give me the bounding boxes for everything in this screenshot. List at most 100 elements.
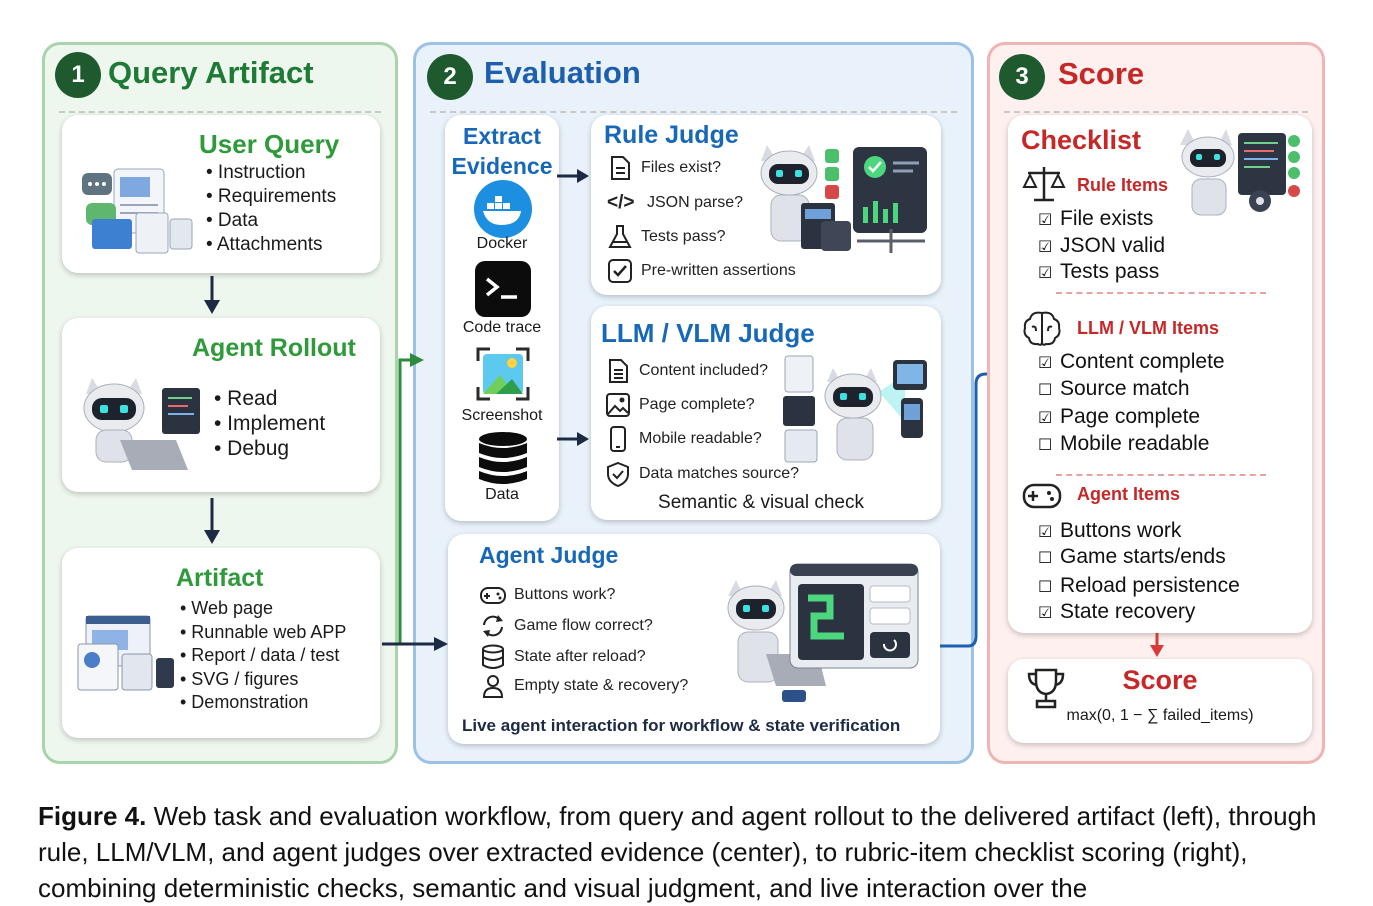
rule-judge-card: Rule Judge Files exist? </> JSON parse? … (591, 115, 941, 295)
score-title: Score (1122, 665, 1198, 695)
divider (430, 111, 957, 113)
evaluation-title: Evaluation (484, 55, 641, 90)
arrow-down (204, 276, 220, 314)
terminal-icon (475, 261, 531, 317)
file-icon (611, 156, 630, 180)
section-divider (1056, 292, 1266, 294)
rule-check-item: </> JSON parse? (607, 190, 743, 216)
rule-judge-title: Rule Judge (604, 121, 739, 149)
arrow-right (557, 169, 589, 183)
checklist-item: ☑Page complete (1038, 405, 1201, 428)
refresh-icon (483, 615, 503, 637)
score-card: Score max(0, 1 − ∑ failed_items) (1008, 659, 1312, 743)
checklist-item: ☑JSON valid (1038, 234, 1166, 257)
agent-check-item: Empty state & recovery? (480, 673, 688, 699)
agent-items-title: Agent Items (1077, 484, 1181, 504)
artifact-list: • Web page • Runnable web APP • Report /… (180, 597, 346, 715)
docker-label: Docker (476, 235, 528, 252)
user-icon (482, 675, 504, 698)
user-query-list: • Instruction • Requirements • Data • At… (206, 161, 336, 257)
agent-judge-card: Agent Judge Buttons work? Game flow corr… (448, 534, 940, 744)
agent-check-item: Game flow correct? (480, 613, 653, 639)
checklist-item: ☑Content complete (1038, 350, 1225, 373)
checklist-item: ☐Game starts/ends (1038, 545, 1226, 568)
llm-check-item: Page complete? (605, 392, 755, 418)
arrow-right (557, 432, 589, 446)
robot-checklist-illustration (1180, 129, 1300, 216)
list-item: • Debug (214, 437, 290, 460)
arrow-down (204, 498, 220, 544)
llm-check-item: Content included? (605, 358, 768, 384)
agent-check-item: State after reload? (480, 644, 646, 670)
list-item: • Runnable web APP (180, 621, 347, 642)
web-pages-illustration (77, 615, 174, 691)
artifact-title: Artifact (176, 564, 264, 592)
caption-label: Figure 4. (38, 801, 147, 831)
robot-game-illustration (727, 563, 919, 702)
query-artifact-title: Query Artifact (108, 55, 314, 90)
rule-items-title: Rule Items (1077, 175, 1169, 195)
step-number-2: 2 (427, 54, 473, 100)
artifact-card: Artifact • Web page • Runnable web APP •… (62, 548, 380, 738)
document-icon (609, 359, 628, 383)
llm-check-item: Data matches source? (605, 461, 799, 487)
screenshot-icon (476, 347, 530, 401)
flow-arrows (382, 353, 448, 651)
score-formula: max(0, 1 − ∑ failed_items) (1066, 707, 1254, 724)
checklist-item: ☑Buttons work (1038, 519, 1182, 542)
mobile-icon (610, 426, 626, 452)
docker-icon (474, 180, 532, 238)
data-label: Data (485, 486, 519, 503)
brain-icon (1023, 311, 1061, 346)
step-number-3: 3 (999, 54, 1045, 100)
list-item: • SVG / figures (180, 668, 299, 689)
agent-rollout-list: • Read • Implement • Debug (214, 386, 325, 461)
documents-illustration (82, 168, 193, 254)
agent-check-item: Buttons work? (480, 582, 615, 608)
list-item: • Requirements (206, 186, 337, 207)
checklist-item: ☑Tests pass (1038, 260, 1160, 283)
checklist-item: ☐Mobile readable (1038, 432, 1210, 455)
rule-check-item: Pre-written assertions (607, 258, 796, 284)
user-query-title: User Query (199, 129, 340, 159)
llm-vlm-judge-card: LLM / VLM Judge Content included? Page c… (591, 306, 941, 520)
evidence-title-line2: Evidence (451, 153, 553, 179)
list-item: • Instruction (206, 162, 306, 183)
evidence-title-line1: Extract (463, 123, 541, 149)
robot-rule-illustration (760, 145, 927, 253)
image-icon (606, 393, 630, 417)
divider (59, 111, 381, 113)
scale-icon (1022, 167, 1066, 202)
checklist-card: Checklist Rule Items ☑File exists ☑JSON … (1008, 115, 1312, 633)
llm-check-item: Mobile readable? (605, 426, 762, 452)
gamepad-icon (480, 587, 506, 604)
gamepad-icon (1022, 483, 1062, 509)
step-number-1: 1 (55, 52, 101, 98)
list-item: • Demonstration (180, 692, 309, 712)
agent-rollout-card: Agent Rollout • Read • Implement • Debug (62, 318, 380, 492)
checkbox-icon (608, 259, 632, 283)
agent-judge-footer: Live agent interaction for workflow & st… (462, 716, 901, 735)
llm-judge-footer: Semantic & visual check (658, 492, 864, 513)
robot-laptop-illustration (83, 378, 200, 470)
list-item: • Web page (180, 598, 274, 618)
checklist-title: Checklist (1021, 125, 1142, 155)
user-query-card: User Query • Instruction • Requirements … (62, 115, 380, 273)
code-icon: </> (607, 192, 635, 213)
checklist-item: ☑State recovery (1038, 600, 1196, 623)
screenshot-label: Screenshot (461, 407, 543, 424)
list-item: • Attachments (206, 234, 323, 255)
robot-vlm-illustration (783, 355, 927, 463)
database-icon (479, 432, 527, 484)
checklist-item: ☐Source match (1038, 377, 1190, 400)
rule-check-item: Files exist? (607, 155, 721, 181)
flask-icon (608, 225, 632, 248)
agent-rollout-title: Agent Rollout (192, 334, 356, 362)
agent-judge-title: Agent Judge (479, 542, 619, 568)
section-divider (1056, 474, 1266, 476)
evidence-card: Extract Evidence Docker Code trace Scree… (445, 115, 559, 521)
database-outline-icon (482, 644, 504, 669)
figure-caption: Figure 4. Web task and evaluation workfl… (38, 798, 1348, 906)
divider (1004, 111, 1308, 113)
checklist-item: ☐Reload persistence (1038, 574, 1240, 597)
